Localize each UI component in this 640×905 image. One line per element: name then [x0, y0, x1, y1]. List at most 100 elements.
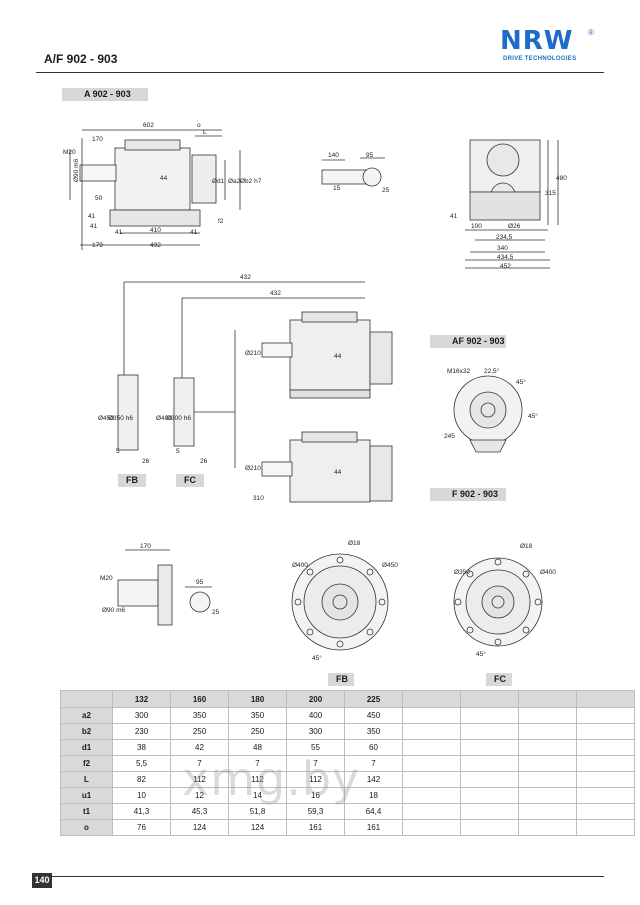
table-cell — [402, 803, 461, 820]
table-cell: 161 — [344, 819, 403, 836]
table-cell: 400 — [286, 707, 345, 724]
dim-26a: 26 — [142, 458, 150, 465]
dim-44: 44 — [160, 175, 168, 182]
brand-logo: NRW ® DRIVE TECHNOLOGIES — [500, 26, 598, 66]
end-view-a — [465, 139, 559, 269]
dim-f2: f2 — [218, 218, 224, 225]
table-cell: 161 — [286, 819, 345, 836]
dim-100: 100 — [471, 223, 482, 230]
af-end-view — [453, 375, 523, 453]
dim-225: 22,5° — [484, 367, 500, 375]
table-cell — [518, 819, 577, 836]
dim-26: Ø26 — [508, 223, 521, 230]
table-header-cell — [460, 690, 519, 708]
technical-drawing: 602 o L 170 M20 Ø90 m6 50 41 44 Ød1 Øa2 … — [63, 122, 567, 662]
dim-45d: 45° — [476, 650, 486, 658]
table-cell: 41,3 — [112, 803, 171, 820]
shaft-detail-bottom — [117, 549, 212, 626]
logo-registered: ® — [588, 28, 594, 37]
dim-432b: 432 — [270, 290, 281, 297]
table-cell — [460, 707, 519, 724]
dim-602: 602 — [143, 122, 154, 129]
side-view-a — [69, 129, 241, 250]
dim-170: 170 — [92, 136, 103, 143]
dim-450b: Ø450 — [382, 562, 398, 569]
table-header-cell — [518, 690, 577, 708]
footer-divider — [52, 876, 604, 877]
dim-400c: Ø400 — [540, 569, 556, 576]
table-cell: 250 — [228, 723, 287, 740]
dim-45c: 45° — [312, 654, 322, 662]
dim-41c: 41 — [190, 229, 198, 236]
dim-M20: M20 — [63, 149, 76, 156]
logo-tagline: DRIVE TECHNOLOGIES — [503, 56, 577, 62]
dim-210b: Ø210 — [245, 465, 261, 472]
table-cell — [402, 819, 461, 836]
dim-41b: 41 — [115, 229, 123, 236]
dim-480: 480 — [556, 175, 567, 182]
table-cell — [402, 787, 461, 804]
dim-432a: 432 — [240, 274, 251, 281]
section-label-af: AF 902 - 903 — [430, 335, 506, 348]
table-header-cell: 132 — [112, 690, 171, 708]
table-cell: 38 — [112, 739, 171, 756]
table-cell — [402, 739, 461, 756]
table-cell — [460, 819, 519, 836]
table-cell — [460, 803, 519, 820]
header-divider — [36, 72, 604, 73]
dim-179: 179 — [92, 242, 103, 249]
table-row-label: d1 — [60, 739, 113, 756]
table-cell — [518, 771, 577, 788]
table-cell — [402, 707, 461, 724]
table-cell — [518, 739, 577, 756]
dim-18b: Ø18 — [520, 543, 533, 550]
dim-310: 310 — [253, 495, 264, 502]
table-row-label: L — [60, 771, 113, 788]
table-cell — [460, 739, 519, 756]
table-cell: 300 — [286, 723, 345, 740]
shaft-detail-top — [321, 157, 385, 187]
table-cell: 300 — [112, 707, 171, 724]
dim-a2: Øa2 — [228, 178, 241, 185]
dim-210a: Ø210 — [245, 350, 261, 357]
table-cell: 76 — [112, 819, 171, 836]
table-row-label: o — [60, 819, 113, 836]
table-cell: 10 — [112, 787, 171, 804]
table-row-label: f2 — [60, 755, 113, 772]
table-cell — [402, 755, 461, 772]
table-cell: 250 — [170, 723, 229, 740]
dim-45b: 45° — [528, 412, 538, 420]
section-label-fb-bottom: FB — [328, 673, 354, 686]
dim-15: 15 — [333, 185, 341, 192]
table-header-cell: 160 — [170, 690, 229, 708]
table-header-cell — [60, 690, 113, 708]
flange-fc-profile — [173, 297, 365, 468]
table-cell — [576, 803, 635, 820]
dim-44c: 44 — [334, 469, 342, 476]
f-gear-unit — [261, 431, 393, 503]
table-cell — [576, 707, 635, 724]
dim-18a: Ø18 — [348, 540, 361, 547]
section-label-f: F 902 - 903 — [430, 488, 506, 501]
dim-300: Ø300 h6 — [166, 415, 191, 422]
dim-410: 410 — [150, 227, 161, 234]
table-cell — [402, 723, 461, 740]
table-cell: 230 — [112, 723, 171, 740]
dim-95b: 95 — [196, 579, 204, 586]
table-cell — [518, 755, 577, 772]
table-cell — [576, 739, 635, 756]
dim-44b: 44 — [334, 353, 342, 360]
table-cell — [402, 771, 461, 788]
dim-4345: 434,5 — [497, 254, 514, 261]
dim-M20b: M20 — [100, 575, 113, 582]
dim-L: L — [203, 129, 207, 136]
dim-5a: 5 — [116, 448, 120, 455]
dim-25b: 25 — [212, 609, 220, 616]
dim-90m6: Ø90 m6 — [73, 158, 80, 182]
dim-170b: 170 — [140, 543, 151, 550]
